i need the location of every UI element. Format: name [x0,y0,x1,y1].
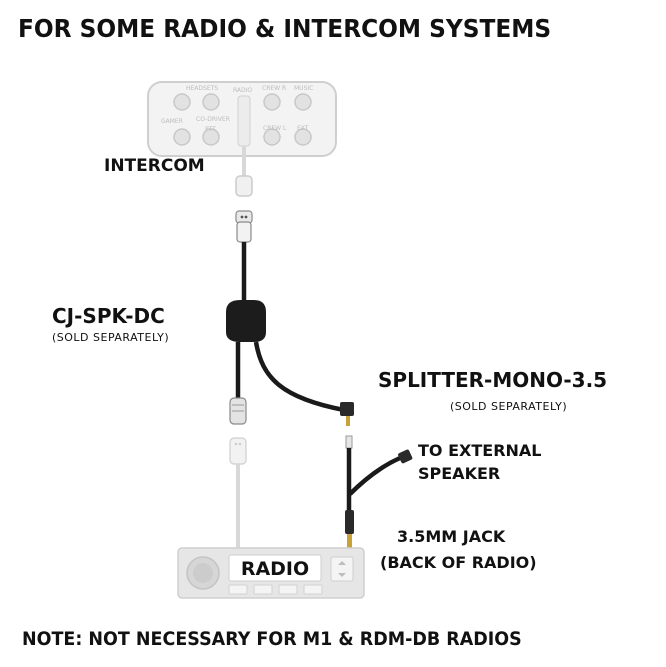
external-speaker-line1: TO EXTERNAL [418,441,542,460]
radio-lead [229,437,247,548]
knob [202,128,220,146]
knob [173,128,191,146]
knob [263,128,281,146]
port-label-music: MUSIC [294,85,313,92]
splitter-note: (SOLD SEPARATELY) [450,400,568,413]
knob [294,93,312,111]
footer-note: NOTE: NOT NECESSARY FOR M1 & RDM-DB RADI… [22,628,522,650]
intercom-lead [235,146,253,197]
port-label-crew-l: CREW L [263,125,287,132]
radio-label: RADIO [241,558,309,580]
jack-line1: 3.5MM JACK [397,527,506,546]
radio-unit: RADIO [177,547,365,599]
knob [173,93,191,111]
intercom-label: INTERCOM [104,156,205,176]
knob [294,128,312,146]
knob [263,93,281,111]
splitter-mono-cable [345,435,413,548]
port-label-radio: RADIO [233,87,252,94]
port-label-co-driver: CO-DRIVER [196,116,230,123]
cable-name: CJ-SPK-DC [52,304,165,328]
cable-note: (SOLD SEPARATELY) [52,331,170,344]
port-label-ptt: PTT [205,126,216,133]
external-speaker-line2: SPEAKER [418,464,501,483]
page-title: FOR SOME RADIO & INTERCOM SYSTEMS [18,14,552,43]
intercom-panel: HEADSETS RADIO CREW R MUSIC GAMER CO-DRI… [147,81,337,157]
splitter-name: SPLITTER-MONO-3.5 [378,368,608,392]
port-label-crew-r: CREW R [262,85,286,92]
cj-spk-dc-cable [226,210,354,426]
knob [202,93,220,111]
port-label-headsets: HEADSETS [186,85,218,92]
port-label-ext: EXT [297,125,309,132]
port-label-gamer: GAMER [161,118,183,125]
jack-line2: (BACK OF RADIO) [380,553,537,572]
